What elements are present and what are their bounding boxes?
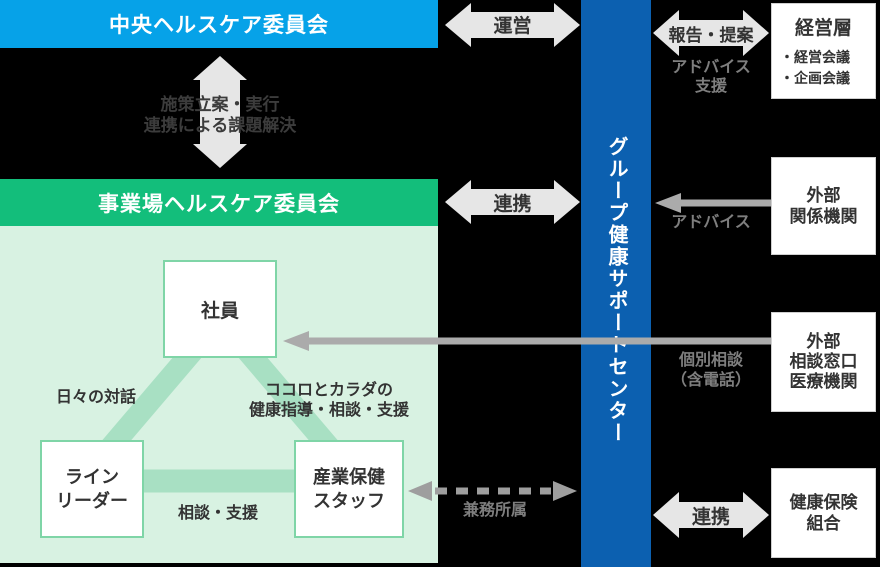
report-proposal-arrow-label: 報告・提案	[668, 25, 754, 45]
management-item-2: ・企画会議	[780, 70, 850, 86]
employee-box: 社員	[163, 260, 277, 358]
policy-double-arrow-icon	[193, 56, 247, 168]
cooperation-bottom-double-arrow-icon	[653, 492, 769, 538]
employee-label: 社員	[200, 300, 239, 322]
management-box: 経営層 ・経営会議 ・企画会議	[771, 3, 876, 99]
operation-arrow-label: 運営	[493, 15, 532, 37]
report-proposal-double-arrow-icon	[653, 10, 769, 56]
worksite-committee-header: 事業場ヘルスケア委員会	[0, 179, 438, 226]
external-consultation-line-1: 外部	[806, 332, 841, 351]
external-consultation-line-3: 医療機関	[789, 372, 858, 391]
line-leader-line-1: ライン	[65, 467, 119, 487]
health-guidance-line-2: 健康指導・相談・支援	[249, 402, 410, 419]
advice-support-line-1: アドバイス	[671, 59, 751, 76]
concurrent-affiliation-dashed-arrow-icon	[408, 481, 577, 501]
concurrent-affiliation-label: 兼務所属	[462, 502, 527, 519]
policy-line-2: 連携による課題解決	[143, 116, 297, 135]
support-center-bar	[581, 0, 651, 567]
individual-consultation-label: 個別相談 （含電話）	[653, 351, 769, 391]
health-guidance-line-1: ココロとカラダの	[264, 382, 393, 399]
health-insurance-box: 健康保険 組合	[771, 468, 876, 558]
triangle-connector-bands	[96, 338, 344, 493]
central-committee-header: 中央ヘルスケア委員会	[0, 0, 438, 48]
external-related-orgs-box: 外部 関係機関	[771, 157, 876, 255]
worksite-committee-label: 事業場ヘルスケア委員会	[98, 192, 340, 216]
health-insurance-line-2: 組合	[806, 514, 841, 533]
line-leader-box: ライン リーダー	[40, 440, 144, 538]
operation-double-arrow-icon	[445, 3, 580, 47]
policy-arrow-caption: 施策立案・実行 連携による課題解決	[100, 94, 340, 136]
cooperation-bottom-arrow-label: 連携	[691, 506, 730, 528]
individual-consultation-line-1: 個別相談	[678, 352, 743, 369]
staff-line-1: 産業保健	[313, 467, 385, 487]
individual-consultation-arrow-icon	[283, 331, 771, 351]
external-consultation-line-2: 相談窓口	[789, 352, 858, 371]
external-consultation-box: 外部 相談窓口 医療機関	[771, 312, 876, 412]
cooperation-left-double-arrow-icon	[445, 180, 580, 224]
health-insurance-line-1: 健康保険	[789, 493, 858, 512]
cooperation-left-arrow-label: 連携	[493, 193, 532, 215]
advice-support-line-2: 支援	[694, 78, 727, 95]
advice-support-label: アドバイス 支援	[653, 58, 769, 96]
management-item-1: ・経営会議	[780, 49, 850, 65]
line-leader-line-2: リーダー	[56, 491, 128, 511]
individual-consultation-line-2: （含電話）	[670, 372, 751, 389]
external-orgs-line-2: 関係機関	[789, 207, 858, 226]
external-orgs-line-1: 外部	[806, 186, 841, 205]
advice-label: アドバイス	[671, 214, 751, 231]
management-title: 経営層	[794, 18, 852, 39]
advice-arrow-icon	[655, 193, 771, 213]
health-guidance-label: ココロとカラダの 健康指導・相談・支援	[249, 381, 409, 421]
central-committee-label: 中央ヘルスケア委員会	[109, 14, 329, 37]
consultation-support-label: 相談・支援	[177, 505, 258, 522]
daily-dialogue-label: 日々の対話	[55, 389, 136, 406]
occupational-health-staff-box: 産業保健 スタッフ	[294, 440, 404, 538]
policy-line-1: 施策立案・実行	[160, 95, 280, 114]
staff-line-2: スタッフ	[313, 491, 385, 511]
support-center-label: グループ健康サポートセンター	[605, 136, 627, 444]
